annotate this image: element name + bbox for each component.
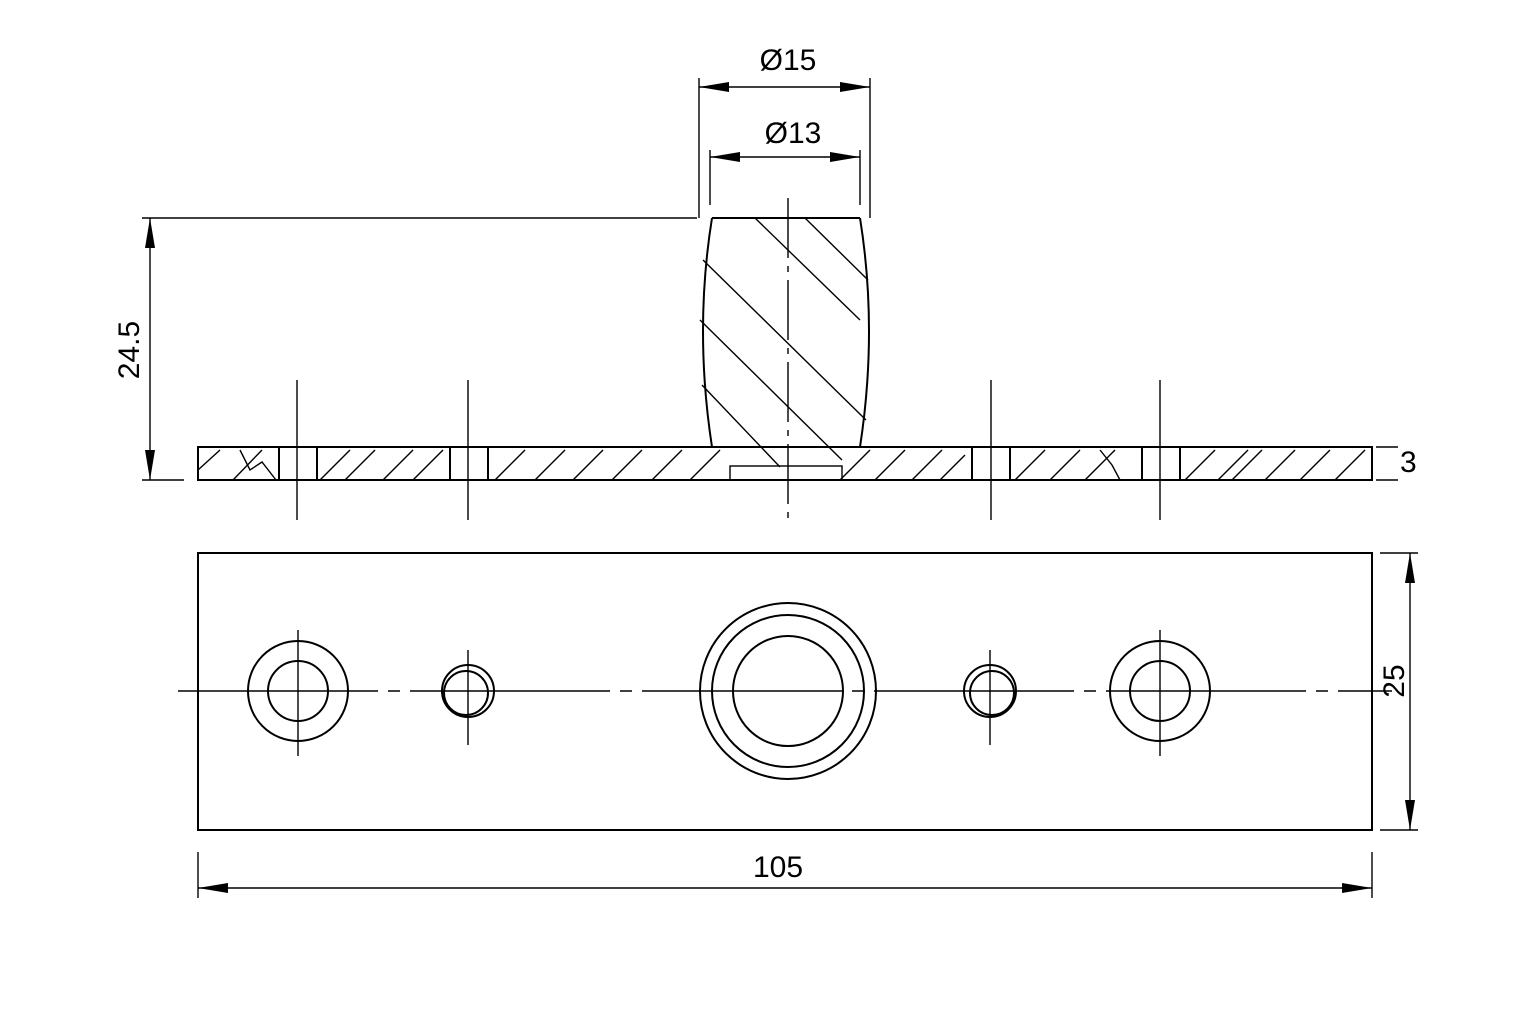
thickness-label: 3 [1400, 446, 1417, 479]
center-lines [296, 198, 1161, 526]
plate-hatching [197, 449, 1366, 481]
dimension-thickness: 3 [1376, 446, 1417, 481]
inner-diameter-label: Ø13 [765, 117, 822, 150]
plate-section [197, 446, 1373, 481]
dimension-width: 25 [1378, 552, 1418, 831]
pin-base-gap [729, 465, 843, 481]
counterbore-1 [278, 446, 318, 481]
width-label: 25 [1378, 664, 1411, 697]
counterbore-2 [449, 446, 489, 481]
plan-view [178, 552, 1392, 831]
section-view [197, 198, 1373, 526]
counterbore-4 [1141, 446, 1181, 481]
dimension-length: 105 [197, 851, 1373, 898]
dimension-height: 24.5 [113, 217, 697, 481]
height-label: 24.5 [113, 321, 146, 379]
dimension-inner-diameter: Ø13 [709, 117, 861, 205]
pin-top-circles [699, 602, 877, 780]
pin-hatching [699, 217, 869, 468]
length-label: 105 [753, 851, 803, 884]
outer-diameter-label: Ø15 [760, 44, 817, 77]
dimension-outer-diameter: Ø15 [698, 44, 871, 218]
